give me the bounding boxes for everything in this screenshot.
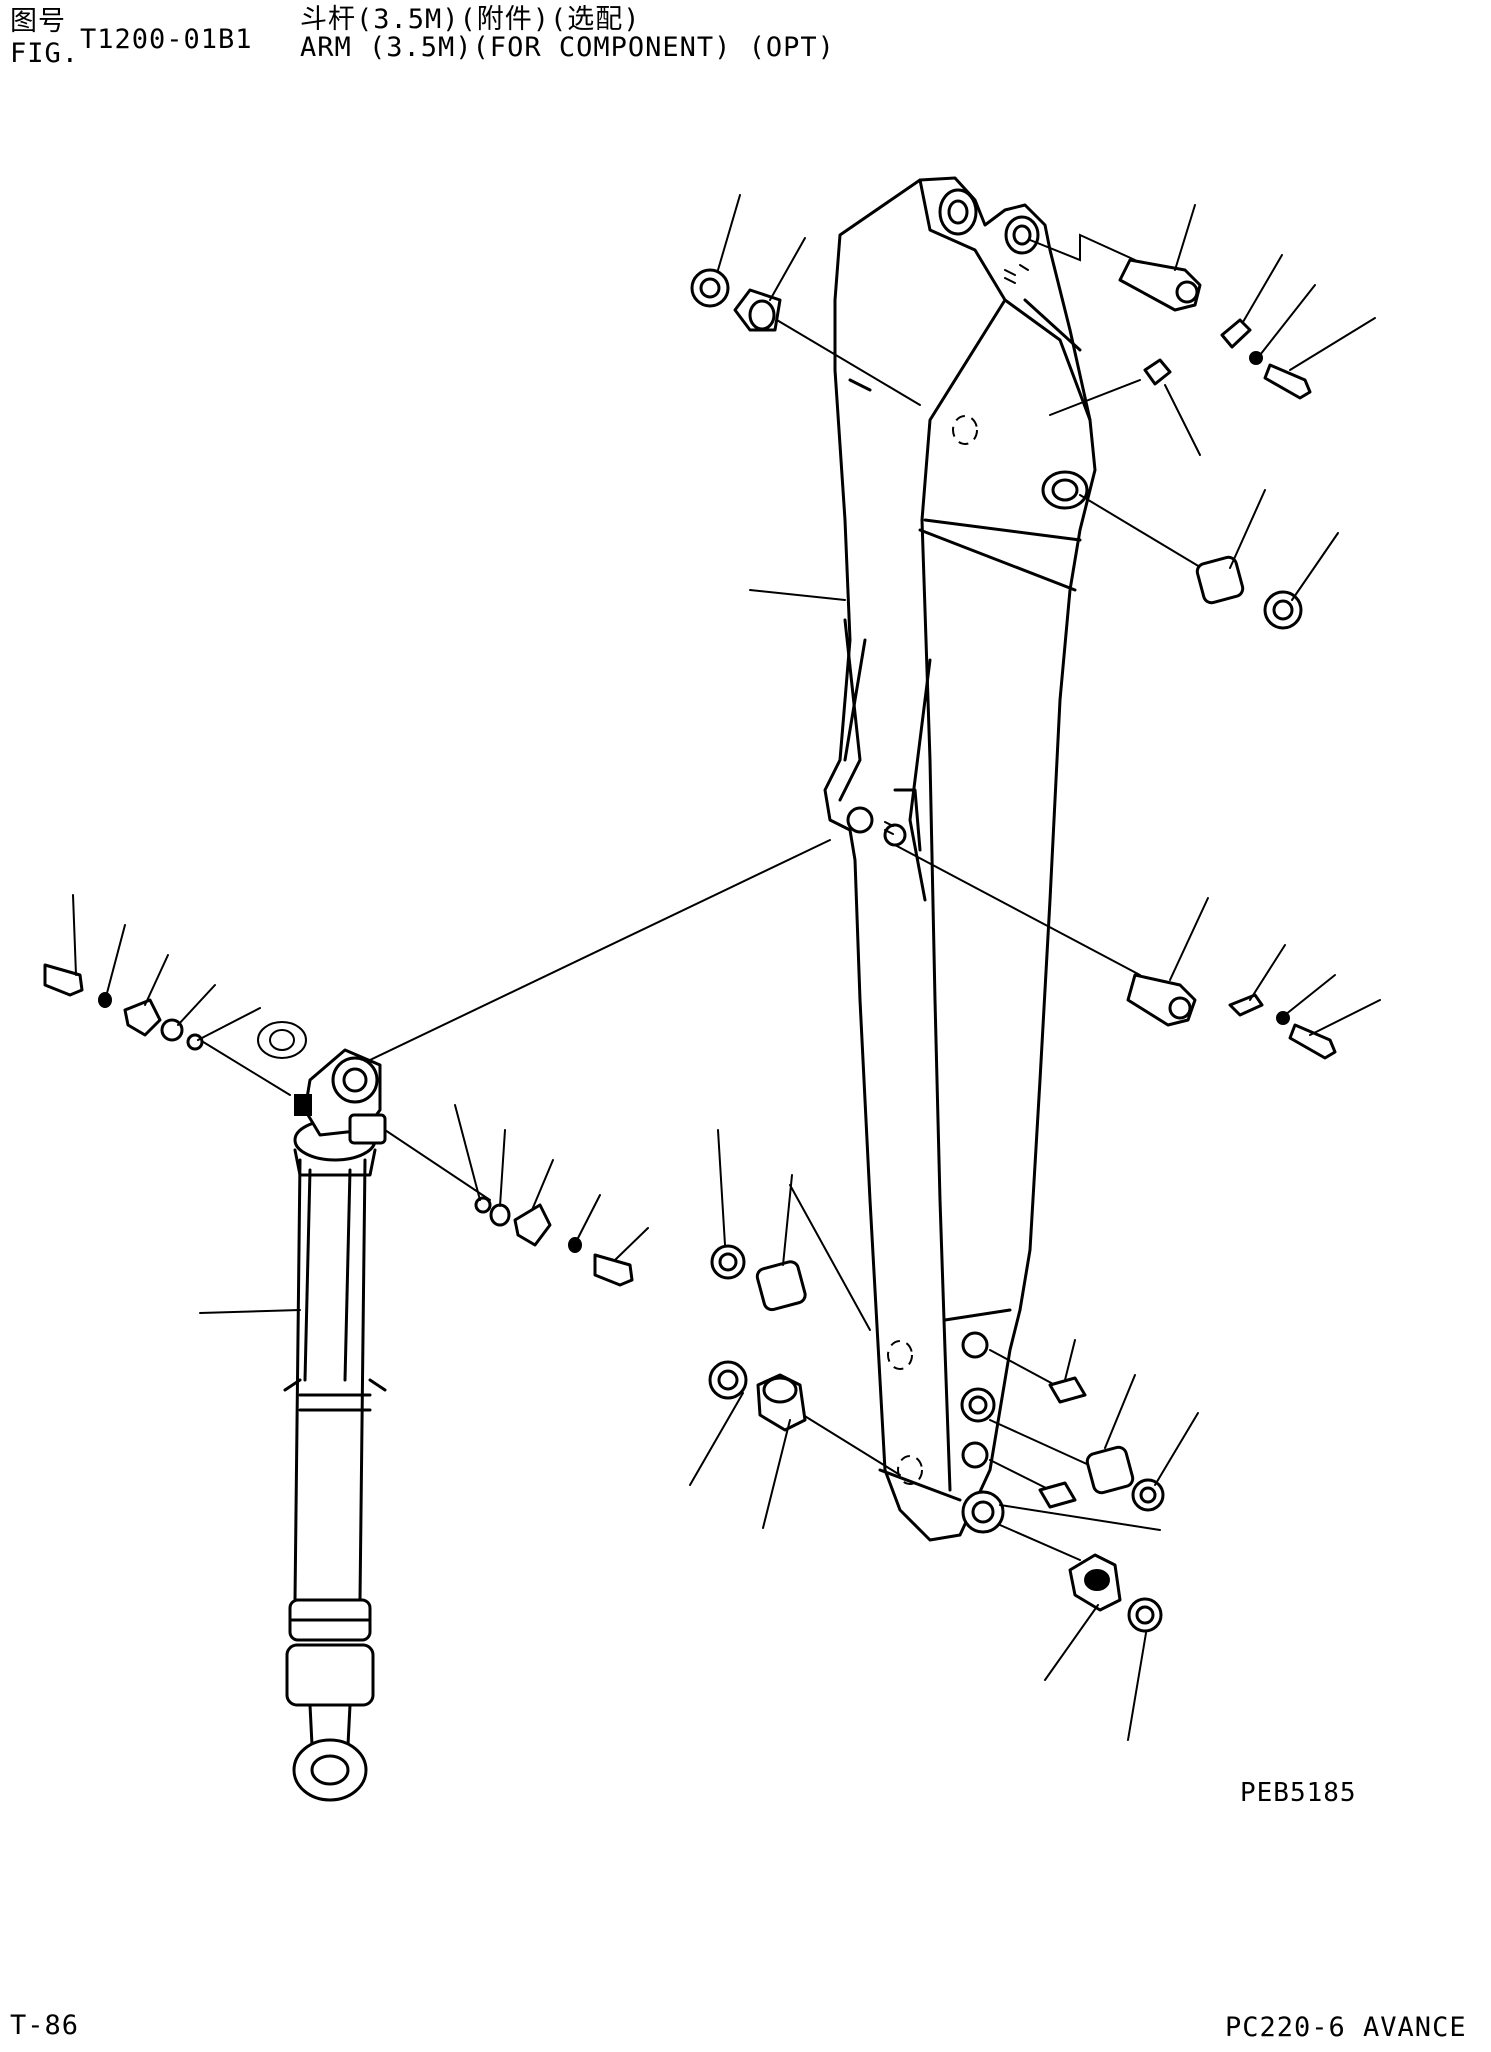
fig-label-cn: 图号 <box>10 6 66 37</box>
page-number: T-86 <box>10 2010 80 2041</box>
assembly-lines <box>199 233 1206 1561</box>
title-cn: 斗杆(3.5M)(附件)(选配) <box>300 4 641 35</box>
fig-number: T1200-01B1 <box>80 24 253 55</box>
machine-model: PC220-6 AVANCE <box>1225 2012 1467 2043</box>
arm-body <box>823 176 1097 1542</box>
fig-label-en: FIG. <box>10 38 80 69</box>
title-en: ARM (3.5M)(FOR COMPONENT) (OPT) <box>300 32 835 63</box>
leader-lines <box>72 194 1381 1741</box>
small-parts <box>43 258 1337 1633</box>
arm-cylinder <box>283 1048 387 1802</box>
drawing-code: PEB5185 <box>1240 1778 1357 1808</box>
